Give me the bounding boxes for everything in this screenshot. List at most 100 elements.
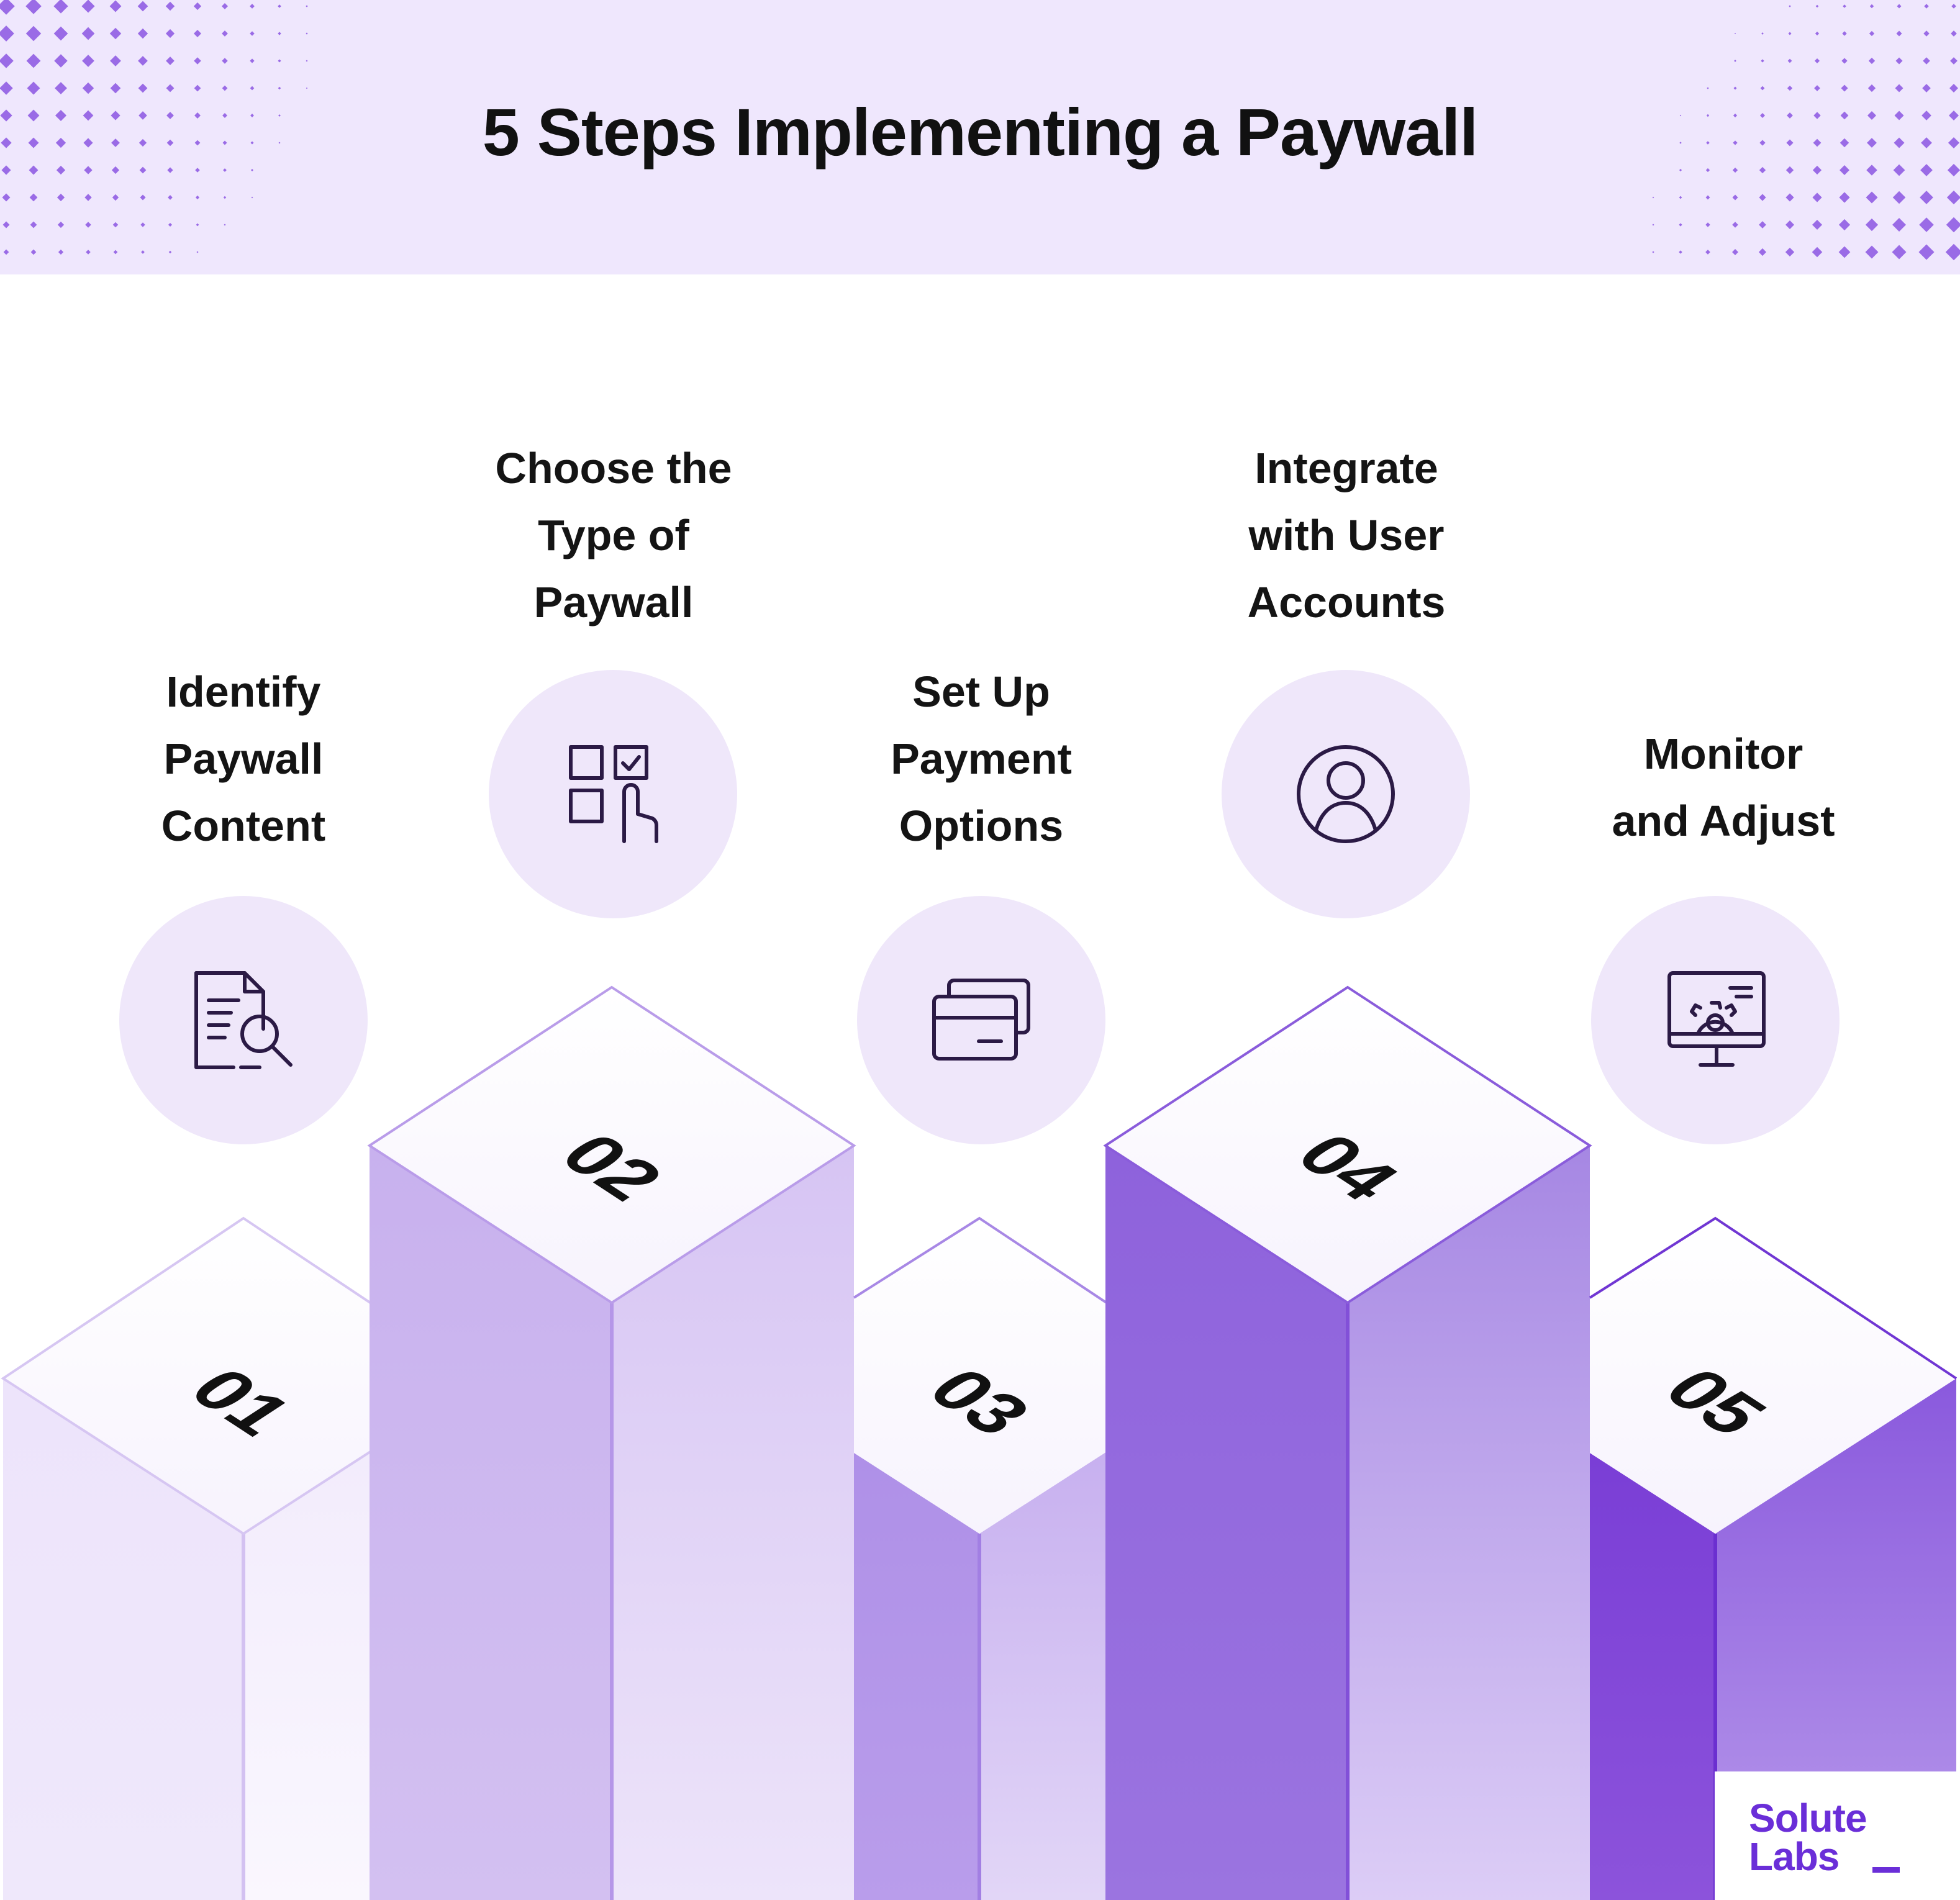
pattern-dot (1679, 142, 1682, 144)
pattern-dot (195, 195, 200, 200)
step-label-04: Integrate with User Accounts (1247, 444, 1446, 627)
pattern-dot (1652, 224, 1654, 226)
pattern-dot (1785, 247, 1795, 257)
pattern-dot (0, 25, 14, 42)
pillar-04 (1103, 985, 1592, 1900)
pattern-dot (194, 112, 201, 119)
pattern-dot (1787, 58, 1792, 63)
pattern-dot (1759, 166, 1766, 174)
dot-pattern-decoration (0, 0, 1960, 261)
pattern-dot (278, 86, 281, 90)
pattern-dot (1842, 31, 1847, 36)
step-label-05: Monitor and Adjust (1612, 730, 1835, 845)
pattern-dot (1838, 246, 1851, 258)
pattern-dot (110, 83, 121, 94)
pattern-dot (222, 3, 228, 9)
pattern-dot (85, 222, 91, 228)
logo-underscore (1872, 1867, 1900, 1873)
pattern-dot (1921, 137, 1932, 148)
pattern-dot (306, 5, 308, 7)
pattern-dot (223, 196, 227, 199)
pattern-dot (196, 251, 199, 253)
pattern-dot (1896, 30, 1902, 37)
pattern-dot (2, 221, 10, 228)
icon-circle-01 (119, 896, 368, 1144)
pattern-dot (250, 141, 254, 145)
pattern-dot (1679, 250, 1682, 254)
pattern-dot (83, 110, 94, 121)
pattern-dot (84, 194, 92, 201)
pattern-dot (1785, 220, 1794, 229)
pattern-dot (138, 111, 147, 120)
pattern-dot (166, 112, 174, 119)
pattern-dot (222, 140, 227, 145)
step-label-03: Set Up Payment Options (891, 667, 1072, 850)
pattern-dot (1652, 196, 1654, 199)
pattern-dot (26, 53, 41, 68)
pattern-dot (83, 138, 93, 148)
pillar-02 (367, 985, 856, 1900)
pattern-dot (1894, 137, 1905, 148)
pattern-dot (112, 222, 119, 228)
pattern-dot (1705, 195, 1710, 200)
pattern-dot (109, 0, 122, 12)
pattern-dot (1892, 217, 1907, 232)
pattern-dot (1869, 30, 1875, 37)
pattern-dot (111, 111, 120, 120)
pattern-dot (140, 194, 146, 201)
pattern-dot (250, 86, 255, 91)
pattern-dot (1892, 191, 1906, 204)
pattern-dot (111, 138, 120, 147)
pattern-dot (168, 195, 173, 200)
page-title: 5 Steps Implementing a Paywall (482, 94, 1479, 170)
pillar-05 (1589, 1216, 1958, 1900)
pattern-dot (55, 137, 66, 148)
pattern-dot (1948, 137, 1960, 149)
header-banner: 5 Steps Implementing a Paywall (0, 0, 1960, 274)
pattern-dot (84, 166, 93, 174)
pattern-dot (278, 59, 281, 63)
pattern-dot (1812, 247, 1823, 258)
pattern-dot (138, 138, 147, 147)
pattern-dot (167, 167, 173, 173)
pattern-dot (1733, 86, 1737, 90)
pattern-dot (1, 165, 11, 175)
pattern-dot (140, 222, 145, 227)
icon-circle-02 (489, 670, 737, 918)
pattern-dot (251, 169, 253, 171)
select-options-icon (569, 745, 658, 843)
pattern-dot (86, 250, 91, 255)
monitor-settings-icon (1667, 971, 1766, 1067)
pattern-dot (1867, 138, 1877, 148)
pattern-dot (1734, 32, 1736, 35)
pattern-dot (196, 223, 199, 227)
step-label-02: Choose the Type of Paywall (495, 444, 732, 627)
solutelabs-logo: Solute Labs (1715, 1771, 1960, 1900)
pattern-dot (195, 168, 200, 173)
pattern-dot (223, 168, 227, 172)
pattern-dot (55, 82, 67, 94)
pattern-dot (82, 82, 94, 94)
pattern-dot (1732, 194, 1738, 201)
pattern-dot (138, 83, 148, 93)
pattern-dot (55, 109, 67, 122)
pattern-dot (138, 56, 148, 66)
logo-line-1: Solute (1749, 1796, 1867, 1840)
icon-circle-05 (1591, 896, 1840, 1144)
step-label-01: Identify Paywall Content (161, 667, 326, 850)
icon-circle-03 (857, 896, 1105, 1144)
pattern-dot (194, 140, 201, 146)
pattern-dot (1865, 218, 1879, 232)
pattern-dot (278, 114, 281, 117)
pattern-dot (168, 250, 172, 254)
icon-circle-04 (1222, 670, 1470, 918)
pattern-dot (222, 58, 228, 64)
user-account-icon (1297, 745, 1395, 843)
pattern-dot (250, 114, 254, 117)
pattern-dot (139, 166, 147, 174)
pattern-dot (194, 84, 201, 92)
pattern-dot (1951, 4, 1956, 9)
pattern-dot (137, 1, 148, 12)
pattern-dot (1, 137, 12, 148)
pattern-dot (306, 87, 308, 89)
